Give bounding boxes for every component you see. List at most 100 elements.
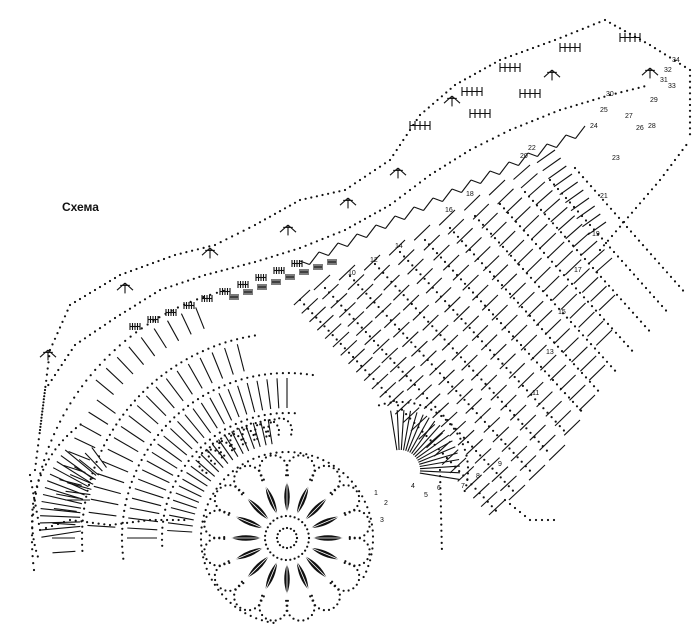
petal-vein	[235, 547, 264, 560]
chain-stitch	[304, 524, 307, 527]
chain-stitch	[137, 520, 140, 523]
chain-stitch	[435, 252, 439, 255]
chain-stitch	[297, 555, 300, 558]
chain-stitch	[555, 226, 559, 229]
chain-stitch	[447, 381, 450, 384]
chain-stitch	[269, 413, 272, 416]
chain-stitch	[552, 183, 556, 186]
double-crochet	[167, 320, 180, 342]
chain-stitch	[293, 451, 296, 454]
chain-stitch	[492, 275, 496, 278]
chain-stitch	[258, 221, 262, 224]
chain-stitch	[363, 534, 366, 537]
chain-stitch	[364, 369, 367, 372]
double-crochet	[453, 305, 470, 323]
chain-stitch	[247, 335, 251, 338]
double-crochet	[199, 357, 213, 384]
double-crochet	[556, 250, 574, 267]
picot-leg	[451, 95, 461, 104]
chain-stitch	[427, 320, 430, 323]
chain-stitch	[483, 458, 486, 461]
chain-stitch	[234, 485, 237, 488]
chain-stitch	[94, 368, 97, 371]
chain-stitch	[460, 240, 464, 243]
chain-stitch	[162, 257, 166, 261]
chain-stitch	[239, 606, 242, 609]
chain-stitch	[98, 363, 101, 366]
chain-stitch	[508, 128, 512, 132]
chain-stitch	[368, 525, 371, 528]
chain-stitch	[573, 325, 577, 328]
picot-leg	[116, 282, 126, 291]
chain-stitch	[261, 479, 264, 482]
chain-stitch	[607, 284, 611, 287]
double-crochet	[170, 428, 193, 450]
double-crochet	[74, 437, 96, 449]
chain-stitch	[590, 305, 594, 308]
chain-stitch	[343, 561, 346, 565]
chain-stitch	[440, 541, 443, 545]
chain-stitch	[576, 367, 580, 370]
double-crochet	[465, 237, 482, 254]
double-crochet	[425, 277, 443, 294]
chain-stitch	[31, 502, 35, 505]
chain-stitch	[553, 38, 557, 42]
chain-stitch	[276, 556, 279, 559]
chain-stitch	[40, 416, 43, 419]
chain-stitch	[465, 454, 468, 457]
chain-stitch	[39, 425, 42, 428]
chain-stitch	[230, 449, 234, 452]
chain-stitch	[285, 474, 288, 477]
chain-stitch	[113, 316, 117, 320]
chain-stitch	[358, 573, 361, 577]
chain-stitch	[278, 529, 281, 533]
petal-vein	[235, 516, 264, 529]
double-crochet	[548, 444, 566, 461]
chain-stitch	[218, 564, 221, 567]
chain-stitch	[442, 376, 446, 379]
chain-stitch	[356, 568, 359, 572]
double-crochet	[383, 312, 401, 329]
chain-stitch	[224, 589, 227, 592]
chain-stitch	[516, 456, 519, 459]
chain-stitch	[241, 443, 244, 446]
chain-stitch	[50, 378, 53, 382]
double-crochet	[40, 508, 81, 514]
chain-stitch	[471, 445, 474, 448]
double-crochet	[53, 507, 77, 512]
chain-stitch	[289, 527, 292, 530]
chain-stitch	[251, 416, 254, 419]
chain-stitch	[297, 518, 300, 521]
chain-stitch	[47, 445, 50, 448]
picot-leg	[39, 349, 49, 358]
chain-stitch	[240, 580, 243, 583]
chain-stitch	[372, 377, 375, 381]
chain-stitch	[688, 98, 692, 101]
chain-stitch	[529, 276, 533, 279]
chain-stitch	[448, 161, 452, 164]
chain-stitch	[383, 402, 386, 405]
chain-stitch	[352, 355, 355, 359]
double-crochet	[432, 324, 449, 341]
chain-stitch	[37, 479, 40, 482]
chain-stitch	[310, 613, 313, 617]
chain-stitch	[508, 502, 512, 506]
chain-stitch	[614, 92, 617, 95]
chain-stitch	[472, 369, 475, 372]
chain-stitch	[418, 181, 422, 184]
cross-stitch	[451, 188, 462, 194]
chain-stitch	[553, 303, 557, 306]
chain-stitch	[503, 480, 506, 483]
chain-stitch	[322, 464, 325, 467]
chain-stitch	[120, 533, 124, 536]
chain-stitch	[329, 582, 332, 585]
chain-stitch	[656, 300, 660, 303]
chain-stitch	[622, 340, 626, 343]
chain-stitch	[517, 263, 521, 266]
chain-stitch	[32, 538, 35, 541]
double-crochet	[238, 427, 250, 452]
chain-stitch	[42, 398, 45, 401]
picot-leg	[201, 247, 211, 256]
chain-stitch	[340, 304, 343, 307]
